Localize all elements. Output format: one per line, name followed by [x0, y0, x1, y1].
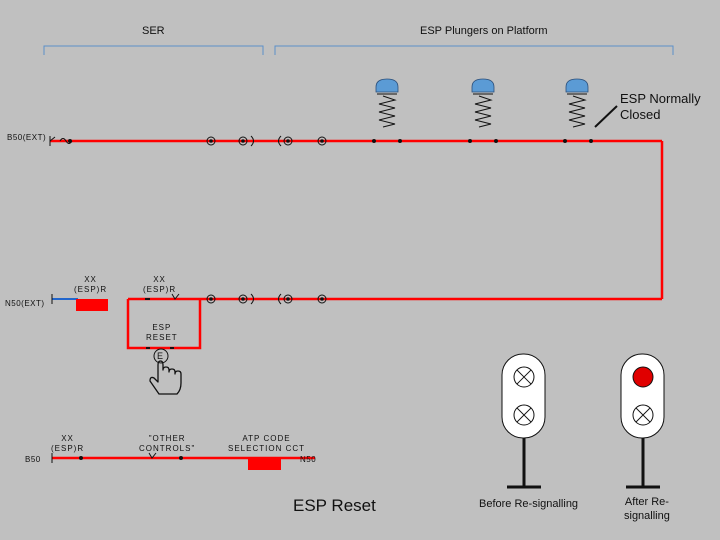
reset-label-line-1: ESP: [152, 323, 172, 332]
platform-plunger-2: [471, 78, 495, 128]
xx-esp-r-relay-label-left: XX (ESP)R: [74, 275, 107, 295]
note-line-2: Closed: [620, 107, 661, 122]
n50-ext-label: N50(EXT): [5, 299, 45, 308]
esp-reset-title: ESP Reset: [293, 496, 376, 515]
platform-plunger-1: [375, 78, 399, 128]
other-controls-label: "OTHER CONTROLS": [139, 434, 195, 454]
b50-ext-terminal: [49, 136, 73, 146]
atp-line-1: ATP CODE: [242, 434, 291, 443]
atp-line-2: SELECTION CCT: [228, 444, 306, 453]
signal-after-resignalling: [620, 353, 665, 489]
esp-plungers-bracket: [274, 45, 674, 55]
n50-label: N50: [300, 455, 317, 464]
before-resignalling-caption: Before Re-signalling: [479, 498, 579, 510]
after-caption-line-1: After Re-: [624, 496, 669, 508]
esp-loop-wire: [50, 139, 664, 301]
bottom-wire-contacts: [51, 452, 183, 463]
platform-plunger-3: [565, 78, 589, 128]
after-resignalling-caption: After Re- signalling: [624, 495, 670, 523]
esp-relay-block: [76, 299, 108, 311]
normally-closed-pointer: [594, 105, 618, 128]
top-wire-contacts: [206, 135, 593, 147]
atp-relay-block: [248, 458, 281, 470]
plunger-letter: E: [157, 351, 164, 361]
reset-label-line-2: RESET: [146, 333, 178, 342]
relay-label-line-2: (ESP)R: [143, 285, 177, 294]
other-controls-line-1: "OTHER: [148, 434, 186, 443]
relay-label-line-1: XX: [153, 275, 166, 284]
esp-normally-closed-note: ESP Normally Closed: [620, 91, 701, 123]
after-caption-line-2: signalling: [624, 510, 670, 522]
return-wire-contacts: [206, 293, 327, 305]
stick-contact: [145, 293, 180, 300]
signal-aspect-red-lit: [632, 366, 654, 388]
reset-button-icon: [153, 348, 169, 364]
relay-label-line-1: XX: [61, 434, 74, 443]
note-line-1: ESP Normally: [620, 91, 701, 106]
esp-reset-contact-label: ESP RESET: [146, 323, 178, 343]
esp-plungers-label: ESP Plungers on Platform: [420, 25, 548, 37]
other-controls-line-2: CONTROLS": [139, 444, 196, 453]
b50-label: B50: [25, 455, 41, 464]
b50-ext-label: B50(EXT): [7, 133, 47, 142]
atp-code-selection-label: ATP CODE SELECTION CCT: [228, 434, 305, 454]
xx-esp-r-contact-label-right: XX (ESP)R: [143, 275, 176, 295]
ser-label: SER: [142, 25, 165, 37]
ser-bracket: [43, 45, 264, 55]
pointing-hand-icon: [149, 360, 182, 395]
signal-before-resignalling: [501, 353, 546, 489]
relay-label-line-2: (ESP)R: [74, 285, 108, 294]
relay-label-line-1: XX: [84, 275, 97, 284]
reset-loop-wire: [126, 297, 202, 350]
relay-label-line-2: (ESP)R: [51, 444, 85, 453]
xx-esp-r-contact-label-bottom: XX (ESP)R: [51, 434, 84, 454]
